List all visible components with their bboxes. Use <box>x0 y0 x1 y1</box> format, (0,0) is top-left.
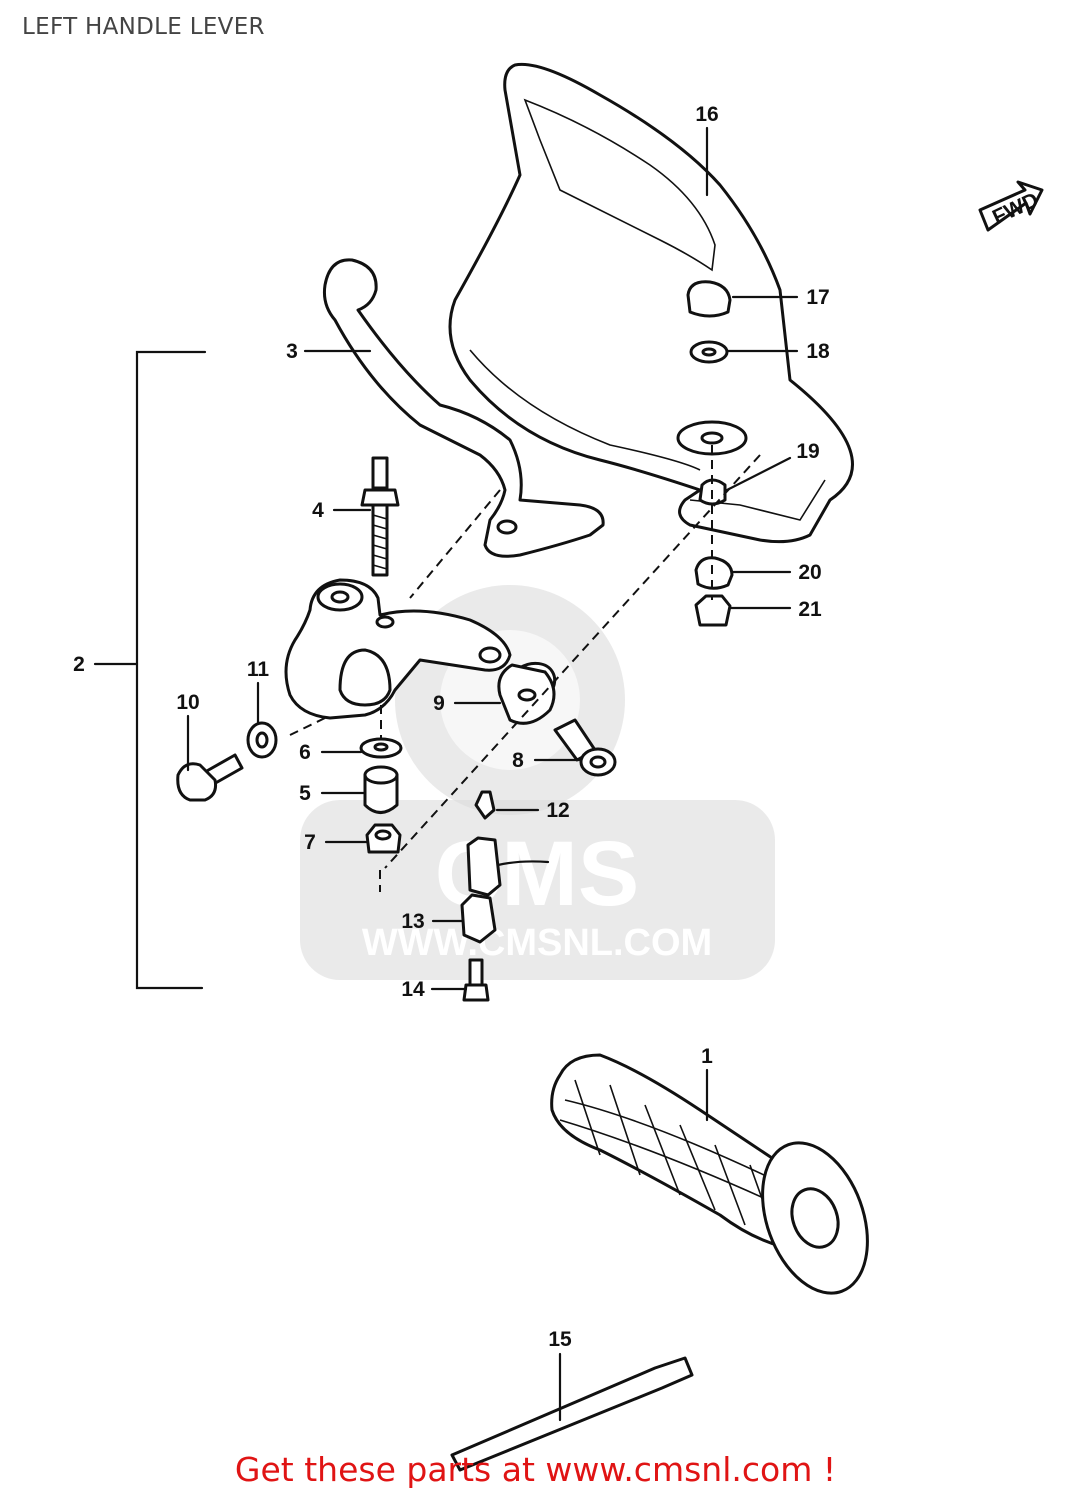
nut-part-21 <box>694 594 732 627</box>
watermark-url: WWW.CMSNL.COM <box>362 922 712 964</box>
callout-15: 15 <box>548 1328 572 1351</box>
adjuster-nut-part <box>497 661 557 725</box>
callout-18: 18 <box>806 340 830 363</box>
callout-10: 10 <box>176 691 199 714</box>
adjuster-bolt-part <box>360 456 400 577</box>
clutch-switch-part <box>460 790 550 1002</box>
hand-guard-part <box>448 62 854 544</box>
grip-band-part <box>450 1356 694 1472</box>
callout-1: 1 <box>701 1045 713 1068</box>
leader-lines <box>186 126 799 1422</box>
fwd-direction-arrow: FWD <box>978 180 1044 232</box>
callout-7: 7 <box>304 831 316 854</box>
callout-19: 19 <box>796 440 819 463</box>
callout-3: 3 <box>286 340 298 363</box>
clamp-bolt-part <box>176 753 244 802</box>
footer-promo-text: Get these parts at www.cmsnl.com ! <box>234 1450 837 1489</box>
callout-labels: 16 17 18 19 20 21 3 4 2 11 10 9 6 8 5 12… <box>73 103 830 1351</box>
pivot-bolt-part <box>553 718 617 777</box>
callout-17: 17 <box>806 286 829 309</box>
callout-20: 20 <box>798 561 821 584</box>
callout-4: 4 <box>312 499 324 522</box>
callout-21: 21 <box>798 598 822 621</box>
assembly-bracket <box>93 350 207 990</box>
lock-nut-part <box>365 823 402 854</box>
callout-5: 5 <box>299 782 311 805</box>
cap-part-17 <box>686 280 732 318</box>
callout-13: 13 <box>401 910 424 933</box>
callout-14: 14 <box>401 978 425 1001</box>
washer-part-20 <box>694 556 734 590</box>
collar-part <box>363 765 399 814</box>
clutch-lever-part <box>323 258 605 558</box>
lever-holder-part <box>284 578 512 720</box>
callout-9: 9 <box>433 692 445 715</box>
callout-8: 8 <box>512 749 524 772</box>
page-title: LEFT HANDLE LEVER <box>22 14 265 40</box>
callout-16: 16 <box>695 103 718 126</box>
callout-11: 11 <box>247 658 270 681</box>
callout-2: 2 <box>73 653 85 676</box>
assembly-dashed-lines <box>289 445 761 892</box>
guard-mount-hardware <box>686 280 734 627</box>
callout-12: 12 <box>546 799 569 822</box>
washer-part <box>246 721 278 759</box>
handle-grip-part <box>550 1053 869 1295</box>
callout-6: 6 <box>299 741 311 764</box>
washer-6-part <box>359 737 403 759</box>
